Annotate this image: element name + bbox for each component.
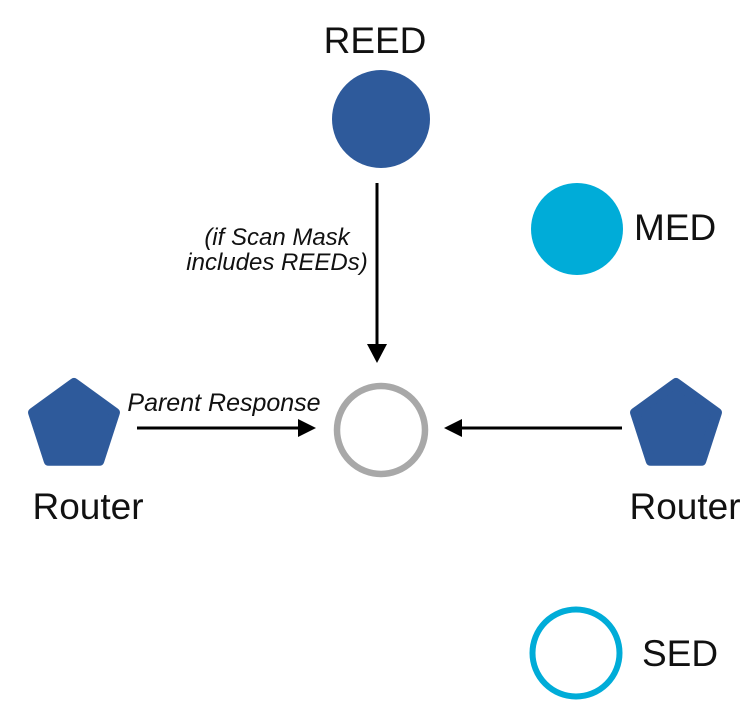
router-right-label: Router	[629, 486, 741, 527]
router-left-pentagon	[28, 378, 120, 466]
arrow-router-left-to-center	[137, 419, 316, 437]
router-right-pentagon	[630, 378, 722, 466]
center-node-circle	[333, 382, 429, 478]
sed-label: SED	[642, 633, 719, 674]
reed-label: REED	[323, 20, 427, 61]
reed-node-circle	[332, 70, 430, 168]
sed-node-circle	[529, 606, 623, 700]
arrow-reed-to-center	[367, 183, 387, 363]
med-node-circle	[531, 183, 623, 275]
parent-response-annotation: Parent Response	[127, 389, 321, 417]
router-left-label: Router	[32, 486, 144, 527]
med-label: MED	[634, 207, 717, 248]
scan-mask-annotation: (if Scan Mask includes REEDs)	[186, 224, 368, 276]
arrow-router-right-to-center	[444, 419, 622, 437]
